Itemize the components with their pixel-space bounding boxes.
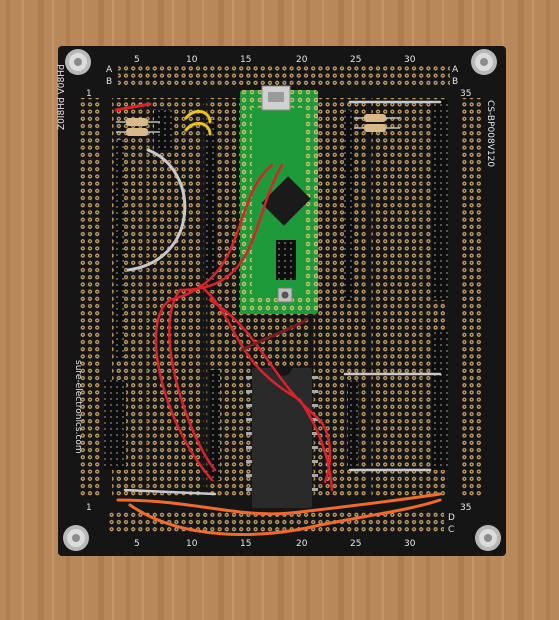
right-strip [460, 98, 482, 498]
standoff-screw-icon [63, 525, 89, 551]
header-small-top-left [154, 110, 174, 150]
header-center-mid [210, 370, 220, 480]
pin-headers [104, 100, 448, 480]
yellow-wire-2 [184, 121, 212, 136]
wires [114, 100, 442, 537]
col-mark-top-20: 20 [296, 55, 308, 65]
header-left-low [104, 380, 126, 470]
resistor-icon [354, 114, 400, 132]
header-right-a [344, 110, 354, 300]
row-letter-top-right-a: A [452, 65, 459, 75]
col-mark-bottom-20: 20 [296, 539, 308, 549]
col-mark-bottom-25: 25 [350, 539, 361, 549]
orange-wire-low [128, 498, 442, 537]
corner-mark-top-right: 35 [460, 89, 471, 99]
mcu-chip [261, 176, 311, 226]
col-mark-bottom-5: 5 [134, 539, 140, 549]
standoff-screw-icon [475, 525, 501, 551]
standoff-screw-icon [471, 49, 497, 75]
silkscreen: 5 10 15 20 25 30 5 10 15 20 25 30 1 35 1… [57, 55, 495, 549]
col-mark-top-10: 10 [186, 55, 198, 65]
row-letter-bottom-right-d: D [448, 513, 455, 523]
part-number-label: CS-BP008V120 [485, 100, 495, 167]
header-right-b [348, 380, 358, 470]
row-letter-bottom-right-c: C [448, 525, 454, 535]
orange-wire [116, 492, 442, 516]
small-header-on-module [276, 240, 296, 280]
col-mark-bottom-10: 10 [186, 539, 198, 549]
resistor-icon [116, 118, 160, 136]
grey-wire-left [126, 148, 187, 272]
col-mark-top-25: 25 [350, 55, 361, 65]
row-letter-top-left-b: B [106, 77, 112, 87]
top-power-rail [118, 64, 450, 86]
red-wire-2 [168, 163, 284, 472]
header-far-right-low [432, 330, 448, 470]
left-vertical-small-label: Z0I8Hd V08Hd [57, 64, 67, 130]
col-mark-top-5: 5 [134, 55, 140, 65]
col-mark-top-15: 15 [240, 55, 251, 65]
red-wire-1 [154, 163, 274, 482]
corner-mark-top-left: 1 [86, 89, 92, 99]
corner-mark-bottom-right: 35 [460, 503, 471, 513]
corner-mark-bottom-left: 1 [86, 503, 92, 513]
col-mark-bottom-15: 15 [240, 539, 251, 549]
maker-label: sure-electronics.com [73, 360, 83, 454]
row-letter-top-left-a: A [106, 65, 113, 75]
row-letter-top-right-b: B [452, 77, 458, 87]
dark-red-wire [240, 318, 308, 352]
microcontroller-module [240, 85, 318, 314]
grey-wire-bottom-left [123, 488, 217, 496]
resistors [116, 114, 400, 136]
standoffs [63, 49, 501, 551]
header-far-right-top [432, 100, 448, 300]
red-wire-4 [208, 298, 332, 484]
header-center-left [206, 120, 216, 290]
standoff-screw-icon [65, 49, 91, 75]
red-wire-short [114, 102, 152, 112]
col-mark-top-30: 30 [404, 55, 416, 65]
header-left-tall [114, 140, 124, 360]
yellow-wire-1 [184, 109, 212, 124]
red-wire-3 [198, 283, 334, 492]
col-mark-bottom-30: 30 [404, 539, 416, 549]
left-strip [80, 98, 102, 498]
